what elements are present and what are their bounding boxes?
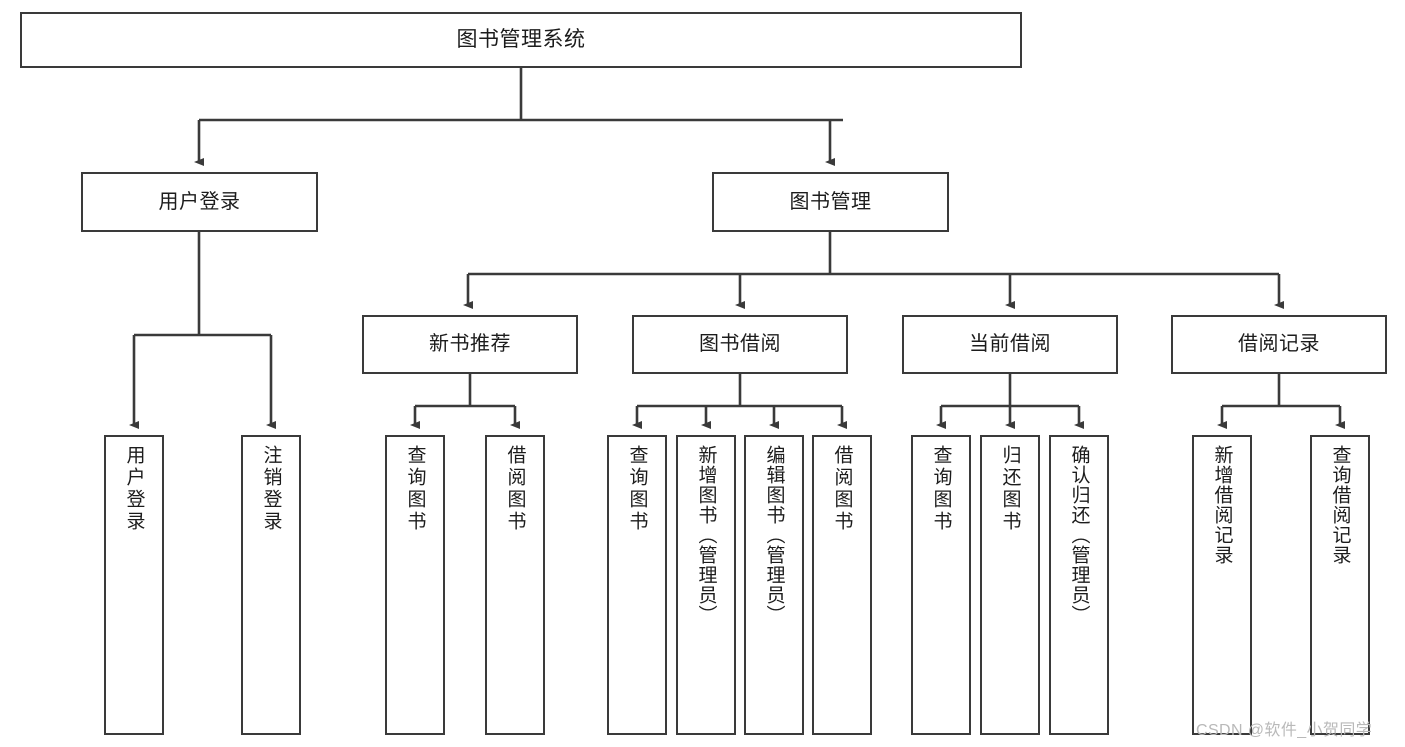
node-label: 归还图书 (999, 445, 1021, 533)
leaf-query-book-recommend[interactable]: 查询图书 (385, 435, 445, 735)
leaf-query-borrow-record[interactable]: 查询借阅记录 (1310, 435, 1370, 735)
leaf-edit-book-admin[interactable]: 编辑图书（管理员） (744, 435, 804, 735)
node-label: 借阅图书 (831, 445, 853, 533)
node-label: 图书管理系统 (456, 27, 586, 51)
node-label: 图书借阅 (699, 333, 781, 355)
node-label: 查询图书 (626, 445, 648, 533)
node-label: 新增图书（管理员） (695, 445, 717, 625)
leaf-user-login[interactable]: 用户登录 (104, 435, 164, 735)
node-user-login[interactable]: 用户登录 (81, 172, 318, 232)
node-label: 确认归还（管理员） (1068, 445, 1090, 625)
leaf-add-borrow-record[interactable]: 新增借阅记录 (1192, 435, 1252, 735)
node-borrow-record[interactable]: 借阅记录 (1171, 315, 1387, 374)
leaf-confirm-return-admin[interactable]: 确认归还（管理员） (1049, 435, 1109, 735)
node-book-borrow[interactable]: 图书借阅 (632, 315, 848, 374)
node-label: 查询借阅记录 (1329, 445, 1351, 565)
node-label: 图书管理 (789, 190, 872, 213)
leaf-query-book-current[interactable]: 查询图书 (911, 435, 971, 735)
node-label: 新书推荐 (429, 333, 511, 355)
node-label: 借阅图书 (504, 445, 526, 533)
node-book-management[interactable]: 图书管理 (712, 172, 949, 232)
node-label: 查询图书 (930, 445, 952, 533)
node-root-system[interactable]: 图书管理系统 (20, 12, 1022, 68)
leaf-borrow-book[interactable]: 借阅图书 (812, 435, 872, 735)
leaf-return-book[interactable]: 归还图书 (980, 435, 1040, 735)
leaf-query-book-borrow[interactable]: 查询图书 (607, 435, 667, 735)
leaf-logout[interactable]: 注销登录 (241, 435, 301, 735)
node-label: 查询图书 (404, 445, 426, 533)
leaf-add-book-admin[interactable]: 新增图书（管理员） (676, 435, 736, 735)
node-current-borrow[interactable]: 当前借阅 (902, 315, 1118, 374)
node-label: 用户登录 (123, 445, 145, 533)
node-label: 借阅记录 (1238, 333, 1320, 355)
node-new-book-recommend[interactable]: 新书推荐 (362, 315, 578, 374)
node-label: 当前借阅 (969, 333, 1051, 355)
watermark-text: CSDN @软件_小贺同学 (1196, 722, 1373, 739)
node-label: 注销登录 (260, 445, 282, 533)
node-label: 用户登录 (158, 190, 241, 213)
node-label: 新增借阅记录 (1211, 445, 1233, 565)
leaf-borrow-book-recommend[interactable]: 借阅图书 (485, 435, 545, 735)
node-label: 编辑图书（管理员） (763, 445, 785, 625)
